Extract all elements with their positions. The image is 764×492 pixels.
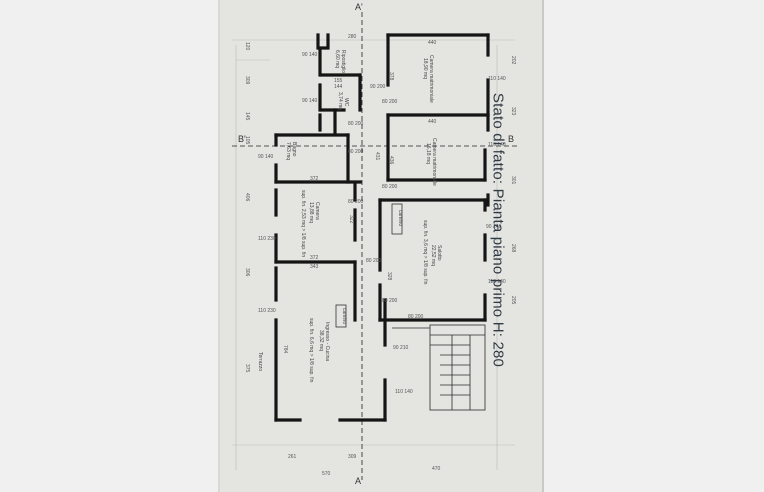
fireplaces (335, 203, 403, 328)
room-camera-left-name: Camera (314, 202, 320, 220)
win-110-140-d: 110 140 (395, 389, 413, 395)
room-wc-area: 3,74 mq (337, 92, 343, 110)
win-90-140-a: 90 140 (302, 52, 318, 58)
dim-left-375: 375 (244, 364, 250, 373)
dim-440-top: 440 (428, 40, 437, 46)
section-label-b-right: B (508, 134, 514, 144)
door-90-200: 90 200 (370, 84, 386, 90)
room-ingresso-sup: sup. fin. 6,6 mq > 1/8 sup. fin (308, 318, 314, 383)
room-camino-2: camino (341, 308, 347, 324)
door-80-200-h: 80 200 (408, 314, 424, 320)
dim-784: 784 (282, 345, 288, 354)
dim-328: 328 (386, 272, 392, 281)
dim-155: 155 (334, 78, 343, 84)
dim-right-323: 323 (510, 107, 516, 116)
room-bagno-name: Bagno (291, 142, 297, 157)
dim-322: 322 (348, 215, 354, 224)
dim-left-309: 309 (244, 76, 250, 85)
dim-431: 431 (374, 152, 380, 161)
camino-box-2 (335, 304, 347, 328)
camino-box-1 (391, 203, 403, 235)
room-camino-1: camino (397, 210, 403, 226)
dim-144: 144 (334, 84, 343, 90)
walls (274, 33, 490, 422)
room-salotto-area: 22,52 mq (430, 245, 436, 266)
room-terrazzo-name: Terrazzo (257, 352, 263, 371)
win-110-140-c: 110 140 (488, 279, 506, 285)
section-line-b: B' B (232, 134, 520, 147)
dim-440-mid: 440 (428, 119, 437, 125)
room-salotto-sup: sup. fin. 3,6 mq > 1/8 sup. fin (422, 220, 428, 285)
dim-right-301: 301 (510, 176, 516, 185)
dim-436: 436 (388, 156, 394, 165)
dim-470: 470 (432, 466, 441, 472)
room-camera-left-sup: sup. fin. 2,53 mq > 1/8 sup. fin (300, 190, 306, 257)
door-80-200-d: 80 200 (366, 258, 382, 264)
plan-title: Stato di fatto: Pianta piano primo H: 28… (489, 92, 507, 368)
dim-right-205: 205 (510, 296, 516, 305)
dim-left-105: 105 (244, 136, 250, 145)
dim-left-406: 406 (244, 193, 250, 202)
win-110-230-b: 110 230 (258, 308, 276, 314)
door-90-210: 90 210 (393, 345, 409, 351)
dim-372-b: 372 (310, 255, 319, 261)
dim-right-202: 202 (510, 56, 516, 65)
win-110-140-a: 110 140 (488, 76, 506, 82)
door-80-200-e: 80 200 (382, 99, 398, 105)
room-wc-name: WC (343, 98, 349, 107)
dim-right-268: 268 (510, 244, 516, 253)
dim-261: 261 (288, 454, 297, 460)
dim-343: 343 (310, 264, 319, 270)
win-90-140-d: 90 140 (486, 224, 502, 230)
room-ripostiglio-name: Ripostiglio (340, 50, 346, 73)
room-ingresso-name: Ingresso - Cucina (324, 322, 330, 361)
dim-left-120: 120 (244, 42, 250, 51)
room-ripostiglio-area: 6,60 mq (334, 50, 340, 68)
section-label-a-bottom: A (355, 476, 361, 486)
door-80-200-a: 80 200 (348, 121, 364, 127)
dim-309: 309 (348, 454, 357, 460)
door-80-200-c: 80 200 (348, 199, 364, 205)
room-camera-left-area: 13,88 mq (308, 202, 314, 223)
room-labels: Ripostiglio 6,60 mq WC 3,74 mq Bagno 7,6… (257, 50, 442, 383)
section-label-b-left: B' (238, 134, 246, 144)
dim-570: 570 (322, 471, 331, 477)
win-110-230-a: 110 230 (258, 236, 276, 242)
guide-lines (232, 39, 515, 470)
room-camera-top-area: 18,90 mq (422, 58, 428, 79)
room-camera-mid-name: Camera matrimoniale (431, 138, 437, 186)
win-110-140-b: 110 140 (488, 142, 506, 148)
section-line-a: A' A (355, 2, 363, 486)
staircase (392, 324, 486, 411)
room-salotto-name: Salotto (436, 245, 442, 261)
room-bagno-area: 7,63 mq (285, 142, 291, 160)
section-label-a-top: A' (355, 2, 363, 12)
dim-372-a: 372 (310, 176, 319, 182)
dim-378: 378 (388, 72, 394, 81)
door-80-200-b: 80 200 (348, 149, 364, 155)
room-camera-top-name: Camera matrimoniale (428, 55, 434, 103)
win-90-140-b: 90 140 (302, 98, 318, 104)
room-camera-mid-area: 16,18 mq (425, 143, 431, 164)
door-80-200-f: 80 200 (382, 184, 398, 190)
room-ingresso-area: 38,32 mq (318, 330, 324, 351)
dimension-labels: 440 440 372 372 343 570 470 261 309 280 … (244, 34, 516, 477)
dim-left-145: 145 (244, 112, 250, 121)
win-90-140-c: 90 140 (258, 154, 274, 160)
dim-left-306: 306 (244, 268, 250, 277)
dim-280: 280 (348, 34, 357, 40)
door-80-200-g: 80 200 (382, 298, 398, 304)
